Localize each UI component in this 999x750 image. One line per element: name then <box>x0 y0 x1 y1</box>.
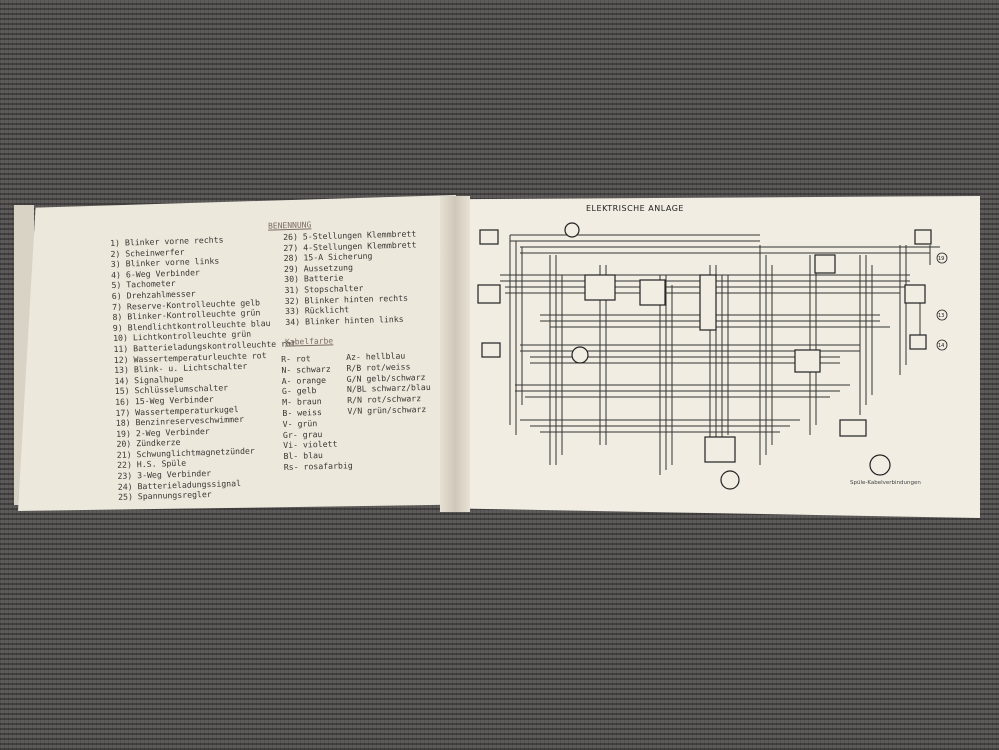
diagram-caption: Spüle-Kabelverbindungen <box>850 480 921 486</box>
benennung-heading: BENENNUNG <box>267 220 312 231</box>
kabelfarbe-heading: Kabelfarbe <box>284 336 334 347</box>
left-page <box>18 195 456 511</box>
color-code-item: V/N grün/schwarz <box>347 404 427 416</box>
callout-19: 19 <box>938 256 944 262</box>
book-gutter <box>440 196 470 512</box>
diagram-title: ELEKTRISCHE ANLAGE <box>586 204 684 213</box>
color-code-item: Rs- rosafarbig <box>283 460 353 472</box>
wiring-diagram: 19 13 14 <box>477 222 948 490</box>
callout-14: 14 <box>938 343 944 349</box>
callout-13: 13 <box>938 313 944 319</box>
